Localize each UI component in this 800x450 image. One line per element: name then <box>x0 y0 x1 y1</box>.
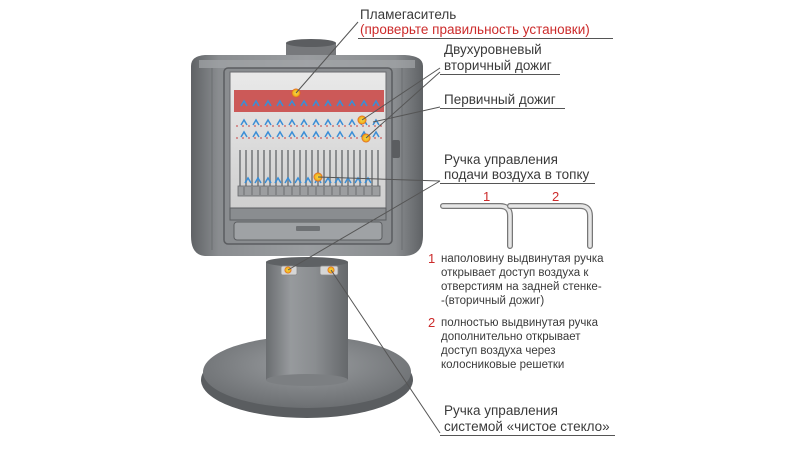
air-arrow <box>252 118 260 126</box>
label-flame-baffle: Пламегаситель <box>360 7 457 22</box>
note-2-line3: доступ воздуха через <box>441 345 556 357</box>
air-arrow <box>252 130 260 138</box>
flame-arrow <box>240 99 248 107</box>
note-2-line2: дополнительно открывает <box>441 331 581 343</box>
primary-air-arrow <box>264 176 272 184</box>
air-arrow <box>276 130 284 138</box>
air-arrow <box>312 118 320 126</box>
handle-position-diagram <box>440 203 593 249</box>
primary-air-arrow <box>364 176 372 184</box>
primary-air-arrow <box>304 176 312 184</box>
primary-air-arrow <box>244 176 252 184</box>
note-1-line2: открывает доступ воздуха к <box>441 267 589 279</box>
air-arrow <box>288 130 296 138</box>
note-2-number: 2 <box>428 315 436 330</box>
leader-lines <box>287 21 441 434</box>
air-arrow <box>336 130 344 138</box>
flue-collar <box>286 43 336 57</box>
handle-position-2: 2 <box>552 189 560 204</box>
air-arrow <box>288 118 296 126</box>
primary-air-arrow <box>254 176 262 184</box>
flame-arrow <box>324 99 332 107</box>
note-2-line1: полностью выдвинутая ручка <box>441 317 599 329</box>
label-flame-baffle-note: (проверьте правильность установки) <box>360 22 590 37</box>
primary-air-arrow <box>284 176 292 184</box>
primary-air-arrow <box>294 176 302 184</box>
flame-arrow <box>276 99 284 107</box>
label-primary-burn: Первичный дожиг <box>444 92 556 107</box>
air-arrow <box>240 130 248 138</box>
note-1-line4: -(вторичный дожиг) <box>441 295 545 307</box>
flame-arrows <box>240 99 380 107</box>
air-arrow <box>336 118 344 126</box>
air-arrow <box>324 118 332 126</box>
note-1-line3: отверстиям на задней стенке- <box>441 281 602 293</box>
door-latch <box>392 140 400 158</box>
flame-arrow <box>300 99 308 107</box>
flame-arrow <box>348 99 356 107</box>
label-air-control-line1: Ручка управления <box>444 152 558 167</box>
air-arrow <box>348 118 356 126</box>
handle-position-1: 1 <box>483 189 491 204</box>
grate <box>237 185 381 197</box>
air-arrow <box>300 130 308 138</box>
note-1-line1: наполовину выдвинутая ручка <box>441 253 604 265</box>
clean-glass-handle-left <box>280 265 298 276</box>
label-secondary-burn-line2: вторичный дожиг <box>444 58 552 73</box>
air-arrow <box>372 118 380 126</box>
label-clean-glass-line1: Ручка управления <box>444 403 558 418</box>
clean-glass-handle-right <box>319 265 339 276</box>
flame-arrow <box>372 99 380 107</box>
flame-baffle <box>234 90 384 112</box>
air-arrow <box>324 130 332 138</box>
label-clean-glass-line2: системой «чистое стекло» <box>444 419 610 434</box>
flame-arrow <box>252 99 260 107</box>
air-arrow <box>240 118 248 126</box>
pedestal <box>266 262 348 380</box>
secondary-air-flow <box>236 118 382 184</box>
label-air-control-line2: подачи воздуха в топку <box>444 167 590 182</box>
label-secondary-burn-line1: Двухуровневый <box>444 42 542 57</box>
flame-arrow <box>360 99 368 107</box>
air-arrow <box>300 118 308 126</box>
air-arrow <box>276 118 284 126</box>
primary-air-arrow <box>324 176 332 184</box>
back-wall-ribs <box>239 150 379 186</box>
air-arrow <box>264 130 272 138</box>
note-1-number: 1 <box>428 251 436 266</box>
air-arrow <box>312 130 320 138</box>
air-arrow <box>264 118 272 126</box>
flame-arrow <box>264 99 272 107</box>
primary-air-arrow <box>274 176 282 184</box>
flame-arrow <box>288 99 296 107</box>
note-2-line4: колосниковые решетки <box>441 359 565 371</box>
air-arrow <box>348 130 356 138</box>
flame-arrow <box>312 99 320 107</box>
flame-arrow <box>336 99 344 107</box>
air-arrow <box>372 130 380 138</box>
